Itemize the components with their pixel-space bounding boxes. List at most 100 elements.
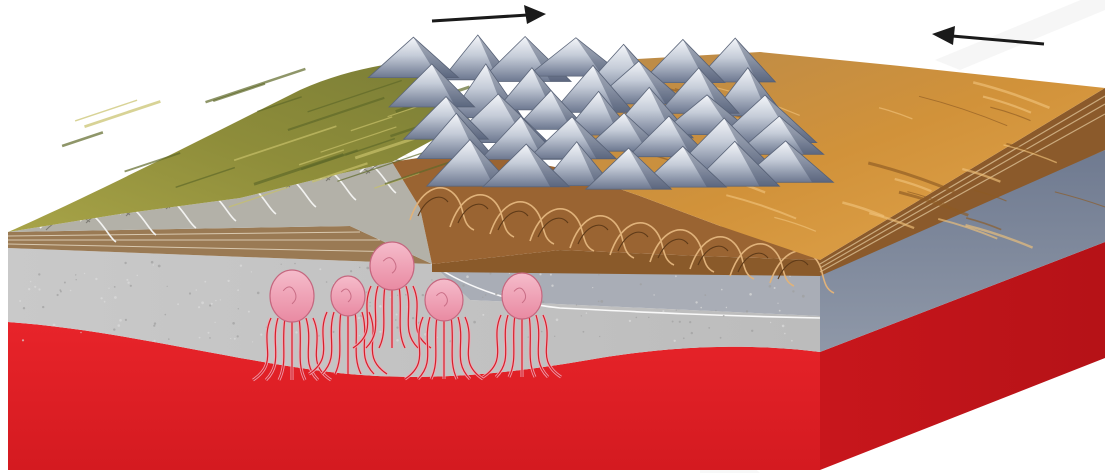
crust-speckle (232, 322, 235, 325)
crust-speckle (466, 275, 469, 278)
crust-speckle (70, 290, 72, 292)
crust-speckle (209, 337, 211, 339)
crust-speckle (662, 310, 664, 312)
crust-speckle (350, 270, 352, 272)
crust-speckle (154, 340, 156, 342)
crust-speckle (782, 325, 785, 328)
crust-speckle (75, 274, 76, 275)
crust-speckle (528, 336, 529, 337)
crust-speckle (84, 273, 85, 274)
magma-pluton (425, 279, 463, 321)
crust-speckle (326, 281, 328, 283)
crust-speckle (541, 331, 543, 333)
crust-speckle (551, 285, 553, 287)
crust-speckle (177, 303, 179, 305)
crust-speckle (708, 327, 710, 329)
crust-speckle (209, 304, 211, 306)
crust-speckle (240, 265, 242, 267)
crust-speckle (648, 317, 649, 318)
crust-speckle (22, 339, 24, 341)
crust-speckle (777, 303, 778, 304)
crust-speckle (482, 297, 483, 298)
magma-pluton (270, 270, 314, 322)
surface-ridge (213, 84, 265, 101)
crust-speckle (252, 341, 253, 342)
crust-speckle (396, 339, 399, 342)
crust-speckle (802, 295, 805, 298)
crust-speckle (431, 279, 432, 280)
crust-speckle (539, 273, 541, 275)
crust-speckle (715, 310, 716, 311)
crust-speckle (151, 261, 154, 264)
crust-speckle (598, 301, 600, 303)
crust-speckle (215, 300, 216, 301)
crust-speckle (751, 330, 753, 332)
crust-speckle (80, 332, 81, 333)
crust-speckle (168, 338, 170, 340)
crust-speckle (53, 324, 56, 327)
crust-speckle (294, 263, 296, 265)
crust-speckle (260, 334, 262, 336)
crust-speckle (319, 268, 321, 270)
crust-speckle (720, 337, 722, 339)
crust-speckle (746, 310, 748, 312)
crust-speckle (640, 283, 642, 285)
crust-speckle (675, 275, 677, 277)
crust-speckle (769, 285, 772, 288)
crust-speckle (153, 264, 154, 265)
crust-speckle (721, 289, 723, 291)
crust-speckle (726, 307, 727, 308)
crust-speckle (370, 305, 371, 306)
crust-speckle (204, 281, 206, 283)
crust-speckle (113, 328, 115, 330)
crust-speckle (118, 324, 121, 327)
crust-speckle (34, 286, 36, 288)
crust-speckle (196, 289, 198, 291)
crust-speckle (789, 276, 790, 277)
crust-speckle (119, 319, 122, 322)
crust-speckle (674, 340, 676, 342)
crust-speckle (774, 287, 776, 289)
crust-speckle (230, 338, 231, 339)
crust-speckle (201, 301, 204, 304)
crust-speckle (509, 273, 510, 274)
crust-speckle (462, 284, 464, 286)
crust-speckle (199, 337, 201, 339)
crust-speckle (28, 288, 30, 290)
crust-speckle (95, 278, 97, 280)
crust-speckle (586, 312, 588, 314)
crust-speckle (214, 322, 215, 323)
crust-speckle (198, 306, 200, 308)
crust-speckle (125, 319, 127, 321)
crust-speckle (153, 325, 155, 327)
crust-speckle (130, 285, 132, 287)
crust-speckle (689, 321, 691, 323)
crust-speckle (281, 264, 282, 265)
crust-speckle (749, 293, 752, 296)
crust-speckle (397, 295, 398, 296)
crust-speckle (581, 315, 582, 316)
crust-speckle (124, 262, 126, 264)
surface-ridge (75, 100, 137, 121)
crust-speckle (30, 281, 31, 282)
crust-speckle (379, 305, 382, 308)
crust-speckle (57, 294, 59, 296)
crust-speckle (76, 279, 77, 280)
magma-pluton (502, 273, 542, 319)
crust-speckle (38, 273, 40, 275)
crust-speckle (251, 271, 252, 272)
crust-speckle (550, 274, 552, 276)
crust-speckle (38, 288, 40, 290)
crust-speckle (127, 282, 129, 284)
crust-speckle (779, 310, 781, 312)
crust-speckle (154, 322, 156, 324)
crust-speckle (379, 331, 381, 333)
crust-speckle (723, 315, 725, 317)
crust-speckle (248, 311, 250, 313)
crust-speckle (784, 333, 786, 335)
crust-speckle (395, 319, 397, 321)
crust-speckle (64, 282, 66, 284)
crust-speckle (237, 335, 239, 337)
